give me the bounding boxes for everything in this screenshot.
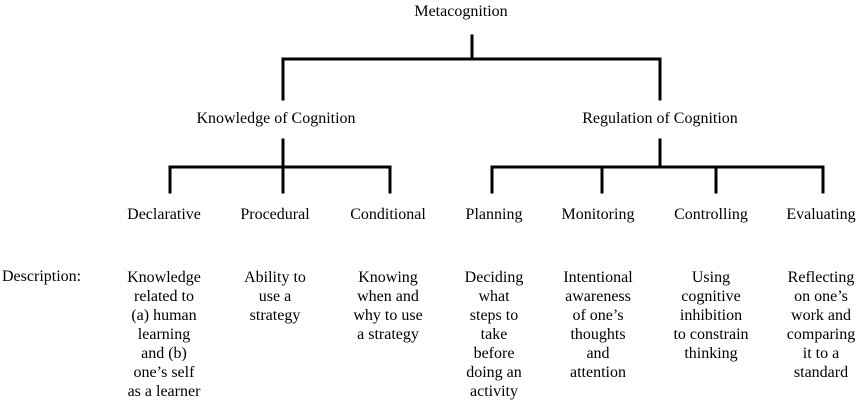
- evaluating-description: Reflecting on one’s work and comparing i…: [786, 269, 856, 381]
- evaluating-label: Evaluating: [786, 206, 856, 223]
- declarative-label: Declarative: [127, 206, 201, 223]
- regulation-of-cognition-label: Regulation of Cognition: [582, 110, 738, 127]
- knowledge-of-cognition-label: Knowledge of Cognition: [196, 110, 356, 127]
- monitoring-description: Intentional awareness of one’s thoughts …: [563, 269, 633, 381]
- controlling-label: Controlling: [674, 206, 748, 223]
- conditional-label: Conditional: [350, 206, 426, 223]
- controlling-description: Using cognitive inhibition to constrain …: [673, 269, 749, 362]
- planning-description: Deciding what steps to take before doing…: [464, 269, 524, 400]
- description-header: Description:: [2, 268, 82, 285]
- declarative-description: Knowledge related to (a) human learning …: [127, 269, 201, 400]
- conditional-description: Knowing when and why to use a strategy: [353, 269, 423, 343]
- procedural-label: Procedural: [240, 206, 310, 223]
- procedural-description: Ability to use a strategy: [244, 269, 306, 324]
- root-node-label: Metacognition: [414, 3, 508, 20]
- monitoring-label: Monitoring: [561, 206, 635, 223]
- planning-label: Planning: [465, 206, 523, 223]
